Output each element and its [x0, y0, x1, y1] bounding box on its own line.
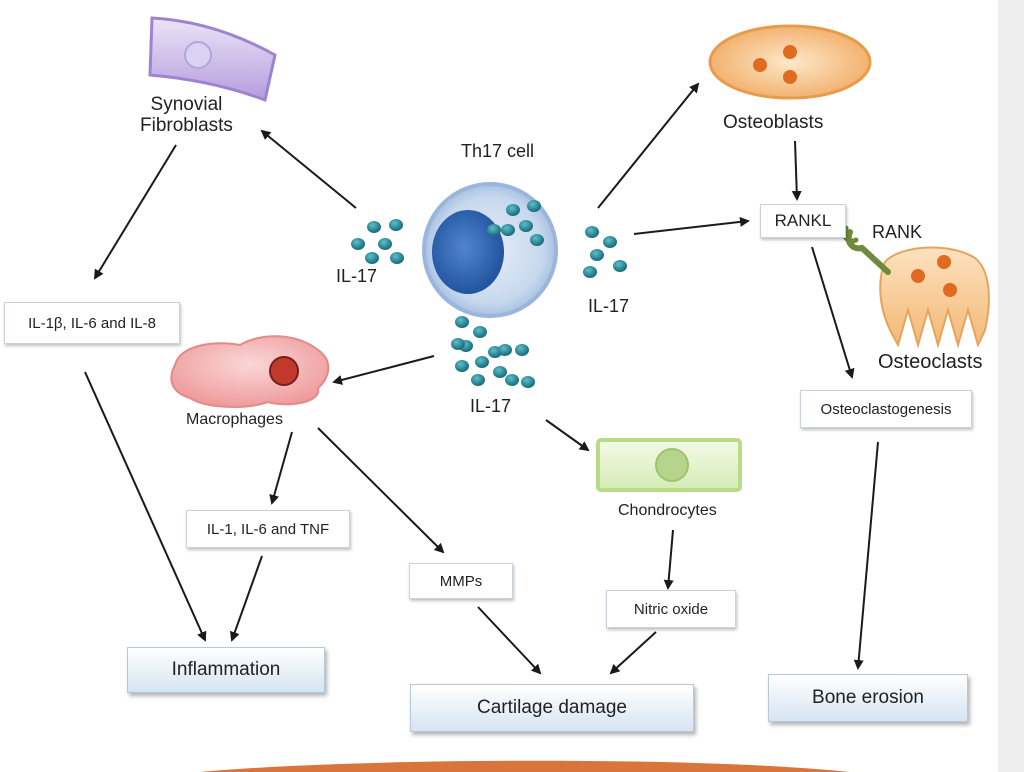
arrow-macrophages-to-mmps [317, 427, 445, 554]
osteoclast-cell-icon [879, 246, 990, 349]
label-synovial-fibroblasts: Synovial Fibroblasts [140, 94, 233, 136]
il17-dot [351, 238, 365, 250]
arrow-mmps-to-cartilage [477, 606, 542, 675]
label-chondrocytes: Chondrocytes [618, 502, 717, 519]
diagram-graphics [84, 16, 990, 772]
label-il17-right: IL-17 [588, 296, 630, 316]
outcome-cartilage-damage: Cartilage damage [410, 684, 694, 732]
label-il17-left: IL-17 [336, 266, 378, 286]
il17-dot [487, 224, 501, 236]
il17-dot [471, 374, 485, 386]
il17-dot [521, 376, 535, 388]
il17-dots-bottom [451, 316, 535, 388]
arrow-rankl-to-osteoclastogenesis [811, 246, 855, 379]
il17-dot [583, 266, 597, 278]
title-th17-cell: Th17 cell [461, 141, 535, 161]
label-macrophages: Macrophages [186, 411, 283, 428]
label-osteoblasts: Osteoblasts [723, 112, 824, 133]
il17-dot [455, 316, 469, 328]
il17-dots-right [583, 226, 627, 278]
label-rank: RANK [872, 222, 923, 242]
il17-dot [498, 344, 512, 356]
il17-dot [451, 338, 465, 350]
osteoblast-cell-icon [708, 24, 872, 100]
outcome-bone-erosion: Bone erosion [768, 674, 968, 722]
il17-dots-center [487, 200, 544, 246]
macrophage-cell-icon [170, 335, 330, 408]
arrow-il17-to-rankl [633, 216, 750, 235]
arrow-osteoclastogenesis-to-bone-erosion [853, 441, 879, 670]
il17-dot [378, 238, 392, 250]
arrow-macrophages-to-il1 [269, 431, 293, 505]
il17-dot [603, 236, 617, 248]
arrow-il17-to-macrophages [332, 355, 435, 385]
il17-dot [365, 252, 379, 264]
synovial-fibroblast-cell-icon [148, 16, 277, 103]
il17-dot [367, 221, 381, 233]
arrow-osteoblasts-to-rankl [791, 140, 802, 201]
box-il1b-il6-il8: IL-1β, IL-6 and IL-8 [4, 302, 180, 344]
il17-dot [475, 356, 489, 368]
arrow-il17-to-osteoblasts [597, 82, 700, 209]
bottom-swoosh [200, 760, 850, 772]
outcome-inflammation: Inflammation [127, 647, 325, 693]
right-margin-strip [998, 0, 1024, 772]
il17-dot [515, 344, 529, 356]
il17-dot [585, 226, 599, 238]
il17-dot [613, 260, 627, 272]
box-rankl: RANKL [760, 204, 846, 238]
th17-cell-icon [422, 182, 558, 318]
il17-dot [473, 326, 487, 338]
il17-dot [519, 220, 533, 232]
arrow-nitric-oxide-to-cartilage [609, 631, 657, 675]
arrows [84, 82, 879, 675]
box-nitric-oxide: Nitric oxide [606, 590, 736, 628]
il17-dot [590, 249, 604, 261]
arrow-chondrocytes-to-nitric-oxide [663, 529, 674, 590]
box-mmps: MMPs [409, 563, 513, 599]
il17-dot [455, 360, 469, 372]
arrow-fibroblasts-to-il1b [93, 144, 177, 280]
arrow-il17-to-chondrocytes [545, 419, 590, 452]
il17-dot [527, 200, 541, 212]
il17-dot [505, 374, 519, 386]
il17-dot [501, 224, 515, 236]
arrow-il1b-to-inflammation [84, 371, 207, 642]
il17-dots-left [351, 219, 404, 264]
box-il1-il6-tnf: IL-1, IL-6 and TNF [186, 510, 350, 548]
chondrocyte-cell-icon [596, 438, 742, 492]
il17-dot [493, 366, 507, 378]
il17-dot [390, 252, 404, 264]
box-osteoclastogenesis: Osteoclastogenesis [800, 390, 972, 428]
il17-dot [530, 234, 544, 246]
arrow-il1-to-inflammation [229, 555, 263, 642]
label-il17-bottom: IL-17 [470, 396, 512, 416]
label-osteoclasts: Osteoclasts [878, 351, 983, 373]
arrow-il17-to-fibroblasts [260, 129, 357, 209]
il17-dot [389, 219, 403, 231]
il17-dot [506, 204, 520, 216]
